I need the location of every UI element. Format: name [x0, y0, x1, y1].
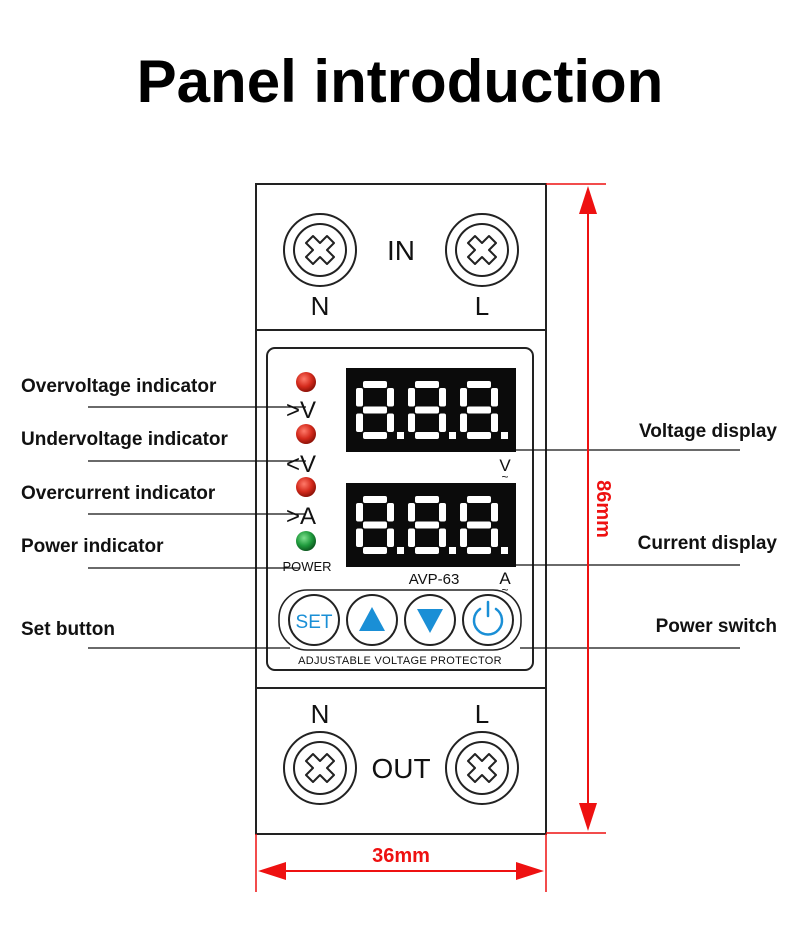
current-unit-ac-mark: ~ [501, 583, 508, 597]
digit-1-segment-g [363, 406, 387, 414]
page-title: Panel introduction [137, 48, 664, 115]
callout-power-indicator: Power indicator [21, 536, 164, 557]
digit-3-segment-e [460, 528, 467, 547]
digit-3-segment-f [460, 503, 467, 522]
digit-1-segment-c [387, 413, 394, 432]
digit-1-segment-e [356, 413, 363, 432]
digit-2-segment-c [439, 413, 446, 432]
digit-2-segment-b [439, 388, 446, 407]
callout-undervoltage: Undervoltage indicator [21, 429, 229, 450]
callout-set-button: Set button [21, 619, 115, 640]
height-arrow-top [579, 186, 597, 214]
overvoltage-led [296, 372, 316, 392]
digit-3-decimal-point [501, 432, 508, 439]
digit-3-decimal-point [501, 547, 508, 554]
terminal-label-bottom-left: N [311, 699, 330, 729]
power-switch-button[interactable] [462, 594, 514, 646]
digit-2-segment-e [408, 528, 415, 547]
callout-power-switch: Power switch [656, 616, 777, 637]
voltage-unit-ac-mark: ~ [501, 470, 508, 484]
digit-3-segment-g [467, 406, 491, 414]
digit-1-segment-f [356, 503, 363, 522]
digit-1-segment-c [387, 528, 394, 547]
callout-voltage-display: Voltage display [639, 421, 777, 442]
digit-2-segment-g [415, 521, 439, 529]
digit-2-segment-b [439, 503, 446, 522]
digit-3-segment-b [491, 503, 498, 522]
digit-2-decimal-point [449, 547, 456, 554]
terminal-screw-bottom-left [283, 731, 357, 805]
digit-1-segment-a [363, 496, 387, 503]
digit-3-segment-f [460, 388, 467, 407]
model-label: AVP-63 [409, 571, 460, 588]
current-unit: A [499, 569, 511, 588]
digit-2-segment-f [408, 388, 415, 407]
set-button[interactable]: SET [288, 594, 340, 646]
digit-1-segment-f [356, 388, 363, 407]
power-led [296, 531, 316, 551]
digit-3-segment-c [491, 528, 498, 547]
terminal-screw-top-left [283, 213, 357, 287]
digit-2-segment-d [415, 547, 439, 554]
width-arrow-right [516, 862, 544, 880]
digit-1-segment-g [363, 521, 387, 529]
height-arrow-bottom [579, 803, 597, 831]
width-arrow-left [258, 862, 286, 880]
down-button[interactable] [404, 594, 456, 646]
width-dimension-label: 36mm [372, 845, 430, 867]
terminal-label-top-left: N [311, 291, 330, 321]
device-caption: ADJUSTABLE VOLTAGE PROTECTOR [298, 655, 502, 667]
power-label: POWER [282, 559, 331, 574]
digit-1-segment-b [387, 388, 394, 407]
voltage-unit: V [499, 456, 511, 475]
digit-3-segment-d [467, 432, 491, 439]
digit-2-segment-g [415, 406, 439, 414]
power-icon [472, 600, 504, 636]
digit-2-segment-f [408, 503, 415, 522]
digit-2-segment-e [408, 413, 415, 432]
callout-current-display: Current display [638, 533, 778, 554]
digit-2-segment-a [415, 496, 439, 503]
digit-1-decimal-point [397, 547, 404, 554]
digit-1-segment-a [363, 381, 387, 388]
height-dimension-label: 86mm [592, 480, 614, 538]
digit-2-decimal-point [449, 432, 456, 439]
out-label: OUT [371, 753, 430, 784]
digit-2-segment-a [415, 381, 439, 388]
triangle-up-icon [359, 607, 385, 631]
terminal-screw-top-right [445, 213, 519, 287]
digit-1-segment-e [356, 528, 363, 547]
digit-3-segment-g [467, 521, 491, 529]
voltage-digits [356, 381, 508, 439]
digit-1-segment-d [363, 547, 387, 554]
digit-3-segment-b [491, 388, 498, 407]
up-button[interactable] [346, 594, 398, 646]
digit-3-segment-a [467, 496, 491, 503]
digit-3-segment-c [491, 413, 498, 432]
digit-1-segment-b [387, 503, 394, 522]
terminal-screw-bottom-right [445, 731, 519, 805]
set-button-label: SET [296, 612, 333, 633]
overcurrent-symbol: >A [286, 503, 316, 530]
digit-3-segment-d [467, 547, 491, 554]
digit-1-segment-d [363, 432, 387, 439]
current-digits [356, 496, 508, 554]
triangle-down-icon [417, 609, 443, 633]
digit-2-segment-c [439, 528, 446, 547]
digit-1-decimal-point [397, 432, 404, 439]
callout-overvoltage: Overvoltage indicator [21, 376, 217, 397]
digit-2-segment-d [415, 432, 439, 439]
callout-overcurrent: Overcurrent indicator [21, 483, 216, 504]
overvoltage-symbol: >V [286, 397, 316, 424]
terminal-label-top-right: L [475, 291, 489, 321]
undervoltage-led [296, 424, 316, 444]
digit-3-segment-e [460, 413, 467, 432]
in-label: IN [387, 235, 415, 266]
overcurrent-led [296, 477, 316, 497]
undervoltage-symbol: <V [286, 451, 316, 478]
terminal-label-bottom-right: L [475, 699, 489, 729]
digit-3-segment-a [467, 381, 491, 388]
button-bar [278, 589, 522, 651]
